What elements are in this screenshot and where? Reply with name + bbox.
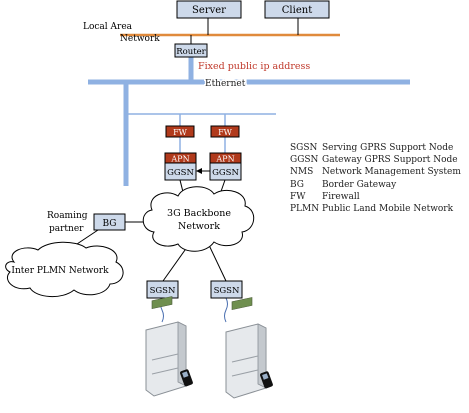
ethernet-label: Ethernet	[205, 79, 246, 89]
legend: SGSN Serving GPRS Support Node GGSN Gate…	[290, 142, 468, 215]
sgsn-left-node[interactable]: SGSN	[146, 280, 179, 299]
legend-row-ggsn: GGSN Gateway GPRS Support Node	[290, 154, 468, 166]
legend-desc: Gateway GPRS Support Node	[322, 155, 458, 166]
legend-desc: Network Management System	[322, 167, 461, 178]
legend-row-fw: FW Firewall	[290, 191, 468, 203]
ggsn-right-node[interactable]: APN GGSN	[209, 152, 242, 181]
legend-desc: Firewall	[322, 191, 360, 202]
legend-row-sgsn: SGSN Serving GPRS Support Node	[290, 142, 468, 154]
legend-abbr: FW	[290, 191, 306, 202]
legend-row-plmn: PLMN Public Land Mobile Network	[290, 203, 468, 215]
legend-abbr: PLMN	[290, 203, 320, 214]
legend-desc: Public Land Mobile Network	[322, 203, 454, 214]
firewall-left[interactable]: FW	[165, 125, 195, 138]
meter-device-right	[225, 297, 267, 399]
sgsn-left-label: SGSN	[150, 286, 176, 296]
firewall-left-label: FW	[173, 128, 188, 137]
sgsn-right-device-link	[224, 297, 228, 323]
ggsn-right-label: GGSN	[212, 168, 239, 178]
bg-label: BG	[103, 219, 117, 229]
lan-label-line1: Local Area	[83, 22, 133, 32]
roaming-label-line1: Roaming	[47, 211, 88, 221]
legend-row-bg: BG Border Gateway	[290, 179, 468, 191]
roaming-label-line2: partner	[49, 224, 84, 234]
inter-plmn-label: Inter PLMN Network	[11, 266, 109, 276]
router-label: Router	[176, 47, 206, 57]
firewall-right[interactable]: FW	[210, 125, 240, 138]
apn-left-label: APN	[170, 155, 189, 164]
legend-abbr: SGSN	[290, 143, 318, 153]
sgsn-right-label: SGSN	[214, 286, 240, 296]
sgsn-right-node[interactable]: SGSN	[210, 280, 243, 299]
legend-row-nms: NMS Network Management System	[290, 166, 468, 178]
legend-desc: Serving GPRS Support Node	[322, 143, 454, 153]
backbone-label-line1: 3G Backbone	[167, 208, 231, 219]
bg-node[interactable]: BG	[93, 213, 126, 231]
ggsn-left-label: GGSN	[167, 168, 194, 178]
legend-abbr: GGSN	[290, 155, 319, 166]
server-label: Server	[192, 5, 226, 16]
legend-abbr: BG	[290, 179, 304, 190]
inter-plmn-cloud: Inter PLMN Network	[5, 241, 124, 297]
backbone-sgsn-right-link	[207, 242, 227, 282]
firewall-right-label: FW	[218, 128, 233, 137]
ggsn-left-node[interactable]: APN GGSN	[164, 152, 197, 181]
backbone-label-line2: Network	[178, 221, 220, 232]
client-node[interactable]: Client	[264, 0, 330, 19]
client-label: Client	[282, 5, 312, 16]
apn-right-label: APN	[215, 155, 234, 164]
backbone-cloud: 3G Backbone Network	[142, 186, 255, 252]
fixed-ip-label: Fixed public ip address	[198, 61, 310, 72]
phone-icon-right	[260, 371, 273, 389]
router-node[interactable]: Router	[174, 43, 208, 58]
meter-device-left	[145, 296, 187, 397]
legend-abbr: NMS	[290, 167, 314, 178]
legend-desc: Border Gateway	[322, 179, 397, 190]
phone-icon-left	[180, 369, 193, 387]
lan-label-line2: Network	[120, 34, 160, 44]
server-node[interactable]: Server	[176, 0, 242, 19]
